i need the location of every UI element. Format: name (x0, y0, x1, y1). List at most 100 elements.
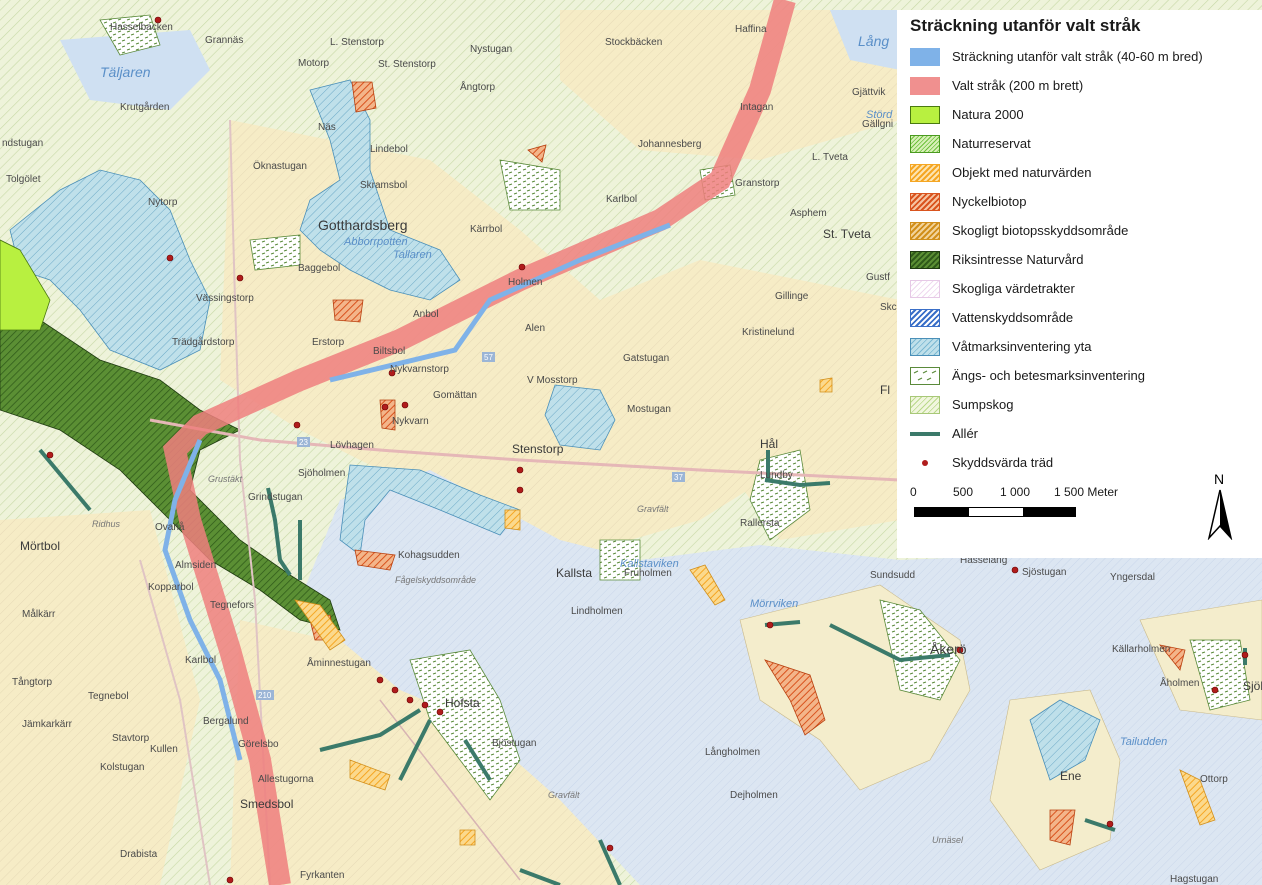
place-label: Bjöstugan (492, 738, 536, 749)
swatch-hatch-yellow-green (910, 395, 940, 414)
place-label: Haffina (735, 24, 767, 35)
swatch-dot-wrap (910, 454, 940, 472)
place-label: Vässingstorp (196, 293, 254, 304)
place-label: Sundsudd (870, 570, 915, 581)
place-label: Alen (525, 323, 545, 334)
road-number: 23 (299, 438, 308, 447)
place-label: Ottorp (1200, 774, 1228, 785)
legend-item-naturreservat: Naturreservat (910, 129, 1254, 158)
place-label: Karlbol (606, 194, 637, 205)
legend-item-aller: Allér (910, 419, 1254, 448)
water-label: Abborrpotten (343, 236, 408, 248)
legend-label: Sumpskog (952, 397, 1014, 412)
swatch-hatch-red-orange (910, 192, 940, 211)
legend-item-natura2000: Natura 2000 (910, 100, 1254, 129)
scale-segment (915, 508, 969, 516)
strackning-utanfor (329, 222, 671, 383)
swatch-hatch-light-blue (910, 337, 940, 356)
swatch-green (910, 105, 940, 124)
place-label: Gustf (866, 272, 890, 283)
place-label: Källarholmen (1112, 644, 1170, 655)
place-label: Gjättvik (852, 87, 886, 98)
place-label: Tångtorp (12, 676, 52, 688)
road-number: 210 (258, 691, 272, 700)
place-label: Lundby (760, 470, 793, 481)
scale-bar: 0 500 1 000 1 500 Meter (910, 485, 1254, 535)
place-label: Baggebol (298, 263, 340, 274)
place-label: Gillinge (775, 291, 809, 302)
wetland-layer (9, 79, 1101, 781)
place-label: Kopparbol (148, 582, 194, 593)
water-label: Tailudden (1120, 736, 1167, 748)
place-label: Kallsta (556, 566, 592, 580)
place-label: Drabista (120, 849, 158, 860)
water-label: Störd (866, 109, 893, 121)
place-label: Dejholmen (730, 790, 778, 801)
place-label: Fl (880, 383, 890, 397)
place-label: ndstugan (2, 138, 43, 149)
place-label: Trädgårdstorp (172, 336, 235, 348)
place-label: Målkärr (22, 608, 56, 620)
place-label: Görelsbo (238, 739, 279, 750)
place-label: Sjöl (1243, 679, 1262, 693)
place-label: St. Stenstorp (378, 59, 436, 70)
map-legend: Sträckning utanför valt stråk Sträckning… (897, 10, 1262, 558)
place-label: Åholmen (1160, 676, 1199, 689)
feature-label: Ridhus (92, 519, 121, 529)
place-label: Skc (880, 302, 897, 313)
place-label: Stockbäcken (605, 37, 662, 48)
feature-label: Gravfält (637, 504, 669, 514)
place-label: Gällgni (862, 119, 893, 130)
place-label: Motorp (298, 58, 330, 69)
place-label: Sjöstugan (1022, 567, 1066, 578)
legend-item-skogliga-vardetrakter: Skogliga värdetrakter (910, 274, 1254, 303)
legend-label: Skogligt biotopsskyddsområde (952, 223, 1129, 238)
legend-label: Valt stråk (200 m brett) (952, 78, 1084, 93)
place-label: Kärrbol (470, 224, 502, 235)
trees-layer (46, 16, 1249, 884)
place-label: Gomättan (433, 390, 477, 401)
place-label: Almsiden (175, 560, 216, 571)
legend-item-strackning: Sträckning utanför valt stråk (40-60 m b… (910, 42, 1254, 71)
valt-strak (162, 0, 796, 885)
legend-item-skyddsvarda-trad: Skyddsvärda träd (910, 448, 1254, 477)
legend-item-sumpskog: Sumpskog (910, 390, 1254, 419)
place-label: Näs (318, 122, 336, 133)
place-label: Långholmen (705, 746, 760, 758)
place-label: Kolstugan (100, 762, 144, 773)
water-label: Mörrviken (750, 598, 798, 610)
feature-label: Gravfält (548, 790, 580, 800)
legend-label: Nyckelbiotop (952, 194, 1027, 209)
road-number: 57 (484, 353, 493, 362)
place-label: Ovanå (155, 521, 185, 533)
place-label: Stenstorp (512, 442, 564, 456)
place-label: Öknastugan (253, 160, 307, 172)
place-label: Rallersta (740, 518, 780, 529)
scale-tick: 500 (953, 485, 974, 499)
north-arrow: N (1205, 470, 1235, 541)
legend-label: Naturreservat (952, 136, 1031, 151)
place-label: Holmen (508, 277, 542, 288)
place-label: Granstorp (735, 178, 780, 189)
swatch-hatch-blue (910, 308, 940, 327)
water-label: Lång (858, 33, 889, 49)
naturvarden-layer (294, 377, 1216, 846)
place-label: Skramsbol (360, 180, 407, 191)
place-label: St. Tveta (823, 227, 871, 241)
place-label: Kullen (150, 744, 178, 755)
scale-tick: 1 500 Meter (1054, 485, 1119, 499)
place-label: Åminnestugan (307, 656, 371, 669)
scale-tick: 1 000 (1000, 485, 1031, 499)
place-label: Nytorp (148, 197, 178, 208)
scale-tick: 0 (910, 485, 917, 499)
scale-segment (969, 508, 1023, 516)
place-label: Hagstugan (1170, 874, 1218, 885)
swatch-line (910, 431, 940, 436)
tree-dot-icon (922, 459, 928, 466)
legend-label: Vattenskyddsområde (952, 310, 1074, 325)
swatch-meadow (910, 366, 940, 385)
place-label: Kohagsudden (398, 550, 460, 561)
legend-item-objekt-naturvarden: Objekt med naturvärden (910, 158, 1254, 187)
scale-track (914, 507, 1076, 517)
